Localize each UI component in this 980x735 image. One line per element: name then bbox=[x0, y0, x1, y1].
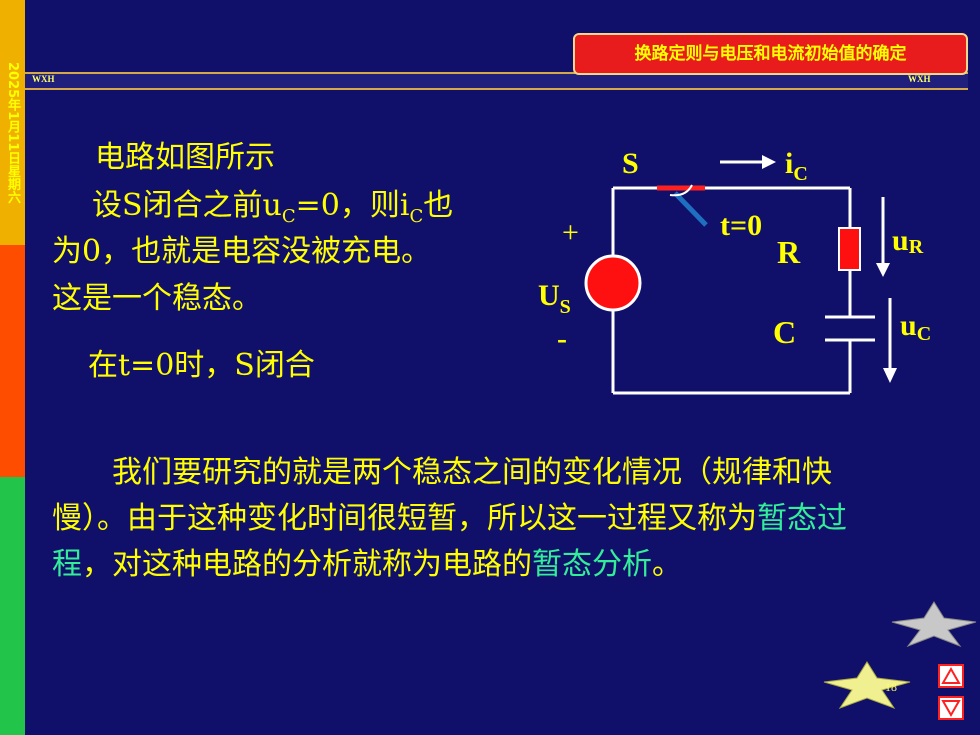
prev-slide-button[interactable] bbox=[938, 664, 964, 688]
text-line-5: 在t=0时，S闭合 bbox=[88, 348, 315, 383]
text-line-3: 为0，也就是电容没被充电。 bbox=[52, 234, 432, 269]
switch-label: S bbox=[622, 147, 639, 180]
highlight-transient-process: 暂态过程 bbox=[52, 501, 847, 582]
resistor-label: R bbox=[777, 234, 801, 270]
triangle-down-icon bbox=[941, 700, 961, 718]
sidebar-segment-green bbox=[0, 477, 25, 735]
sidebar-segment-red bbox=[0, 245, 25, 477]
star-icon-top bbox=[891, 601, 977, 648]
time-label: t=0 bbox=[720, 209, 762, 242]
sidebar-segment-orange bbox=[0, 0, 25, 245]
ur-arrow-head bbox=[876, 263, 890, 277]
plus-sign: + bbox=[562, 216, 579, 249]
current-arrow-head bbox=[762, 155, 776, 169]
current-label: iC bbox=[785, 147, 808, 185]
header-band bbox=[25, 72, 968, 90]
explanation-paragraph: 我们要研究的就是两个稳态之间的变化情况（规律和快慢）。由于这种变化时间很短暂，所… bbox=[52, 455, 847, 582]
text-line-1: 电路如图所示 bbox=[95, 140, 275, 175]
page-number: 18 bbox=[885, 680, 897, 694]
text-line-4: 这是一个稳态。 bbox=[52, 281, 262, 316]
voltage-source bbox=[584, 254, 642, 312]
sidebar-date: 2025年1月11日星期六 bbox=[5, 62, 20, 204]
switch-blade bbox=[673, 191, 708, 227]
highlight-transient-analysis: 暂态分析 bbox=[532, 547, 652, 582]
switch-arc bbox=[669, 184, 693, 197]
slide-title: 换路定则与电压和电流初始值的确定 bbox=[573, 33, 968, 75]
ur-label: uR bbox=[892, 224, 924, 258]
uc-arrow-head bbox=[883, 368, 897, 383]
capacitor-label: C bbox=[773, 314, 796, 350]
star-icon-bottom[interactable] bbox=[822, 660, 912, 710]
source-label: US bbox=[538, 279, 571, 318]
uc-label: uC bbox=[900, 309, 931, 345]
resistor bbox=[838, 227, 861, 271]
header-left-tag: WXH bbox=[32, 74, 55, 84]
triangle-up-icon bbox=[941, 666, 961, 684]
rc-circuit-diagram: S iC t=0 R C US + - uR uC bbox=[538, 147, 931, 395]
header-right-tag: WXH bbox=[908, 74, 931, 84]
left-sidebar: 2025年1月11日星期六 bbox=[0, 0, 25, 735]
minus-sign: - bbox=[557, 322, 567, 355]
next-slide-button[interactable] bbox=[938, 696, 964, 720]
text-line-2: 设S闭合之前uC=0，则iC也 bbox=[92, 188, 454, 227]
